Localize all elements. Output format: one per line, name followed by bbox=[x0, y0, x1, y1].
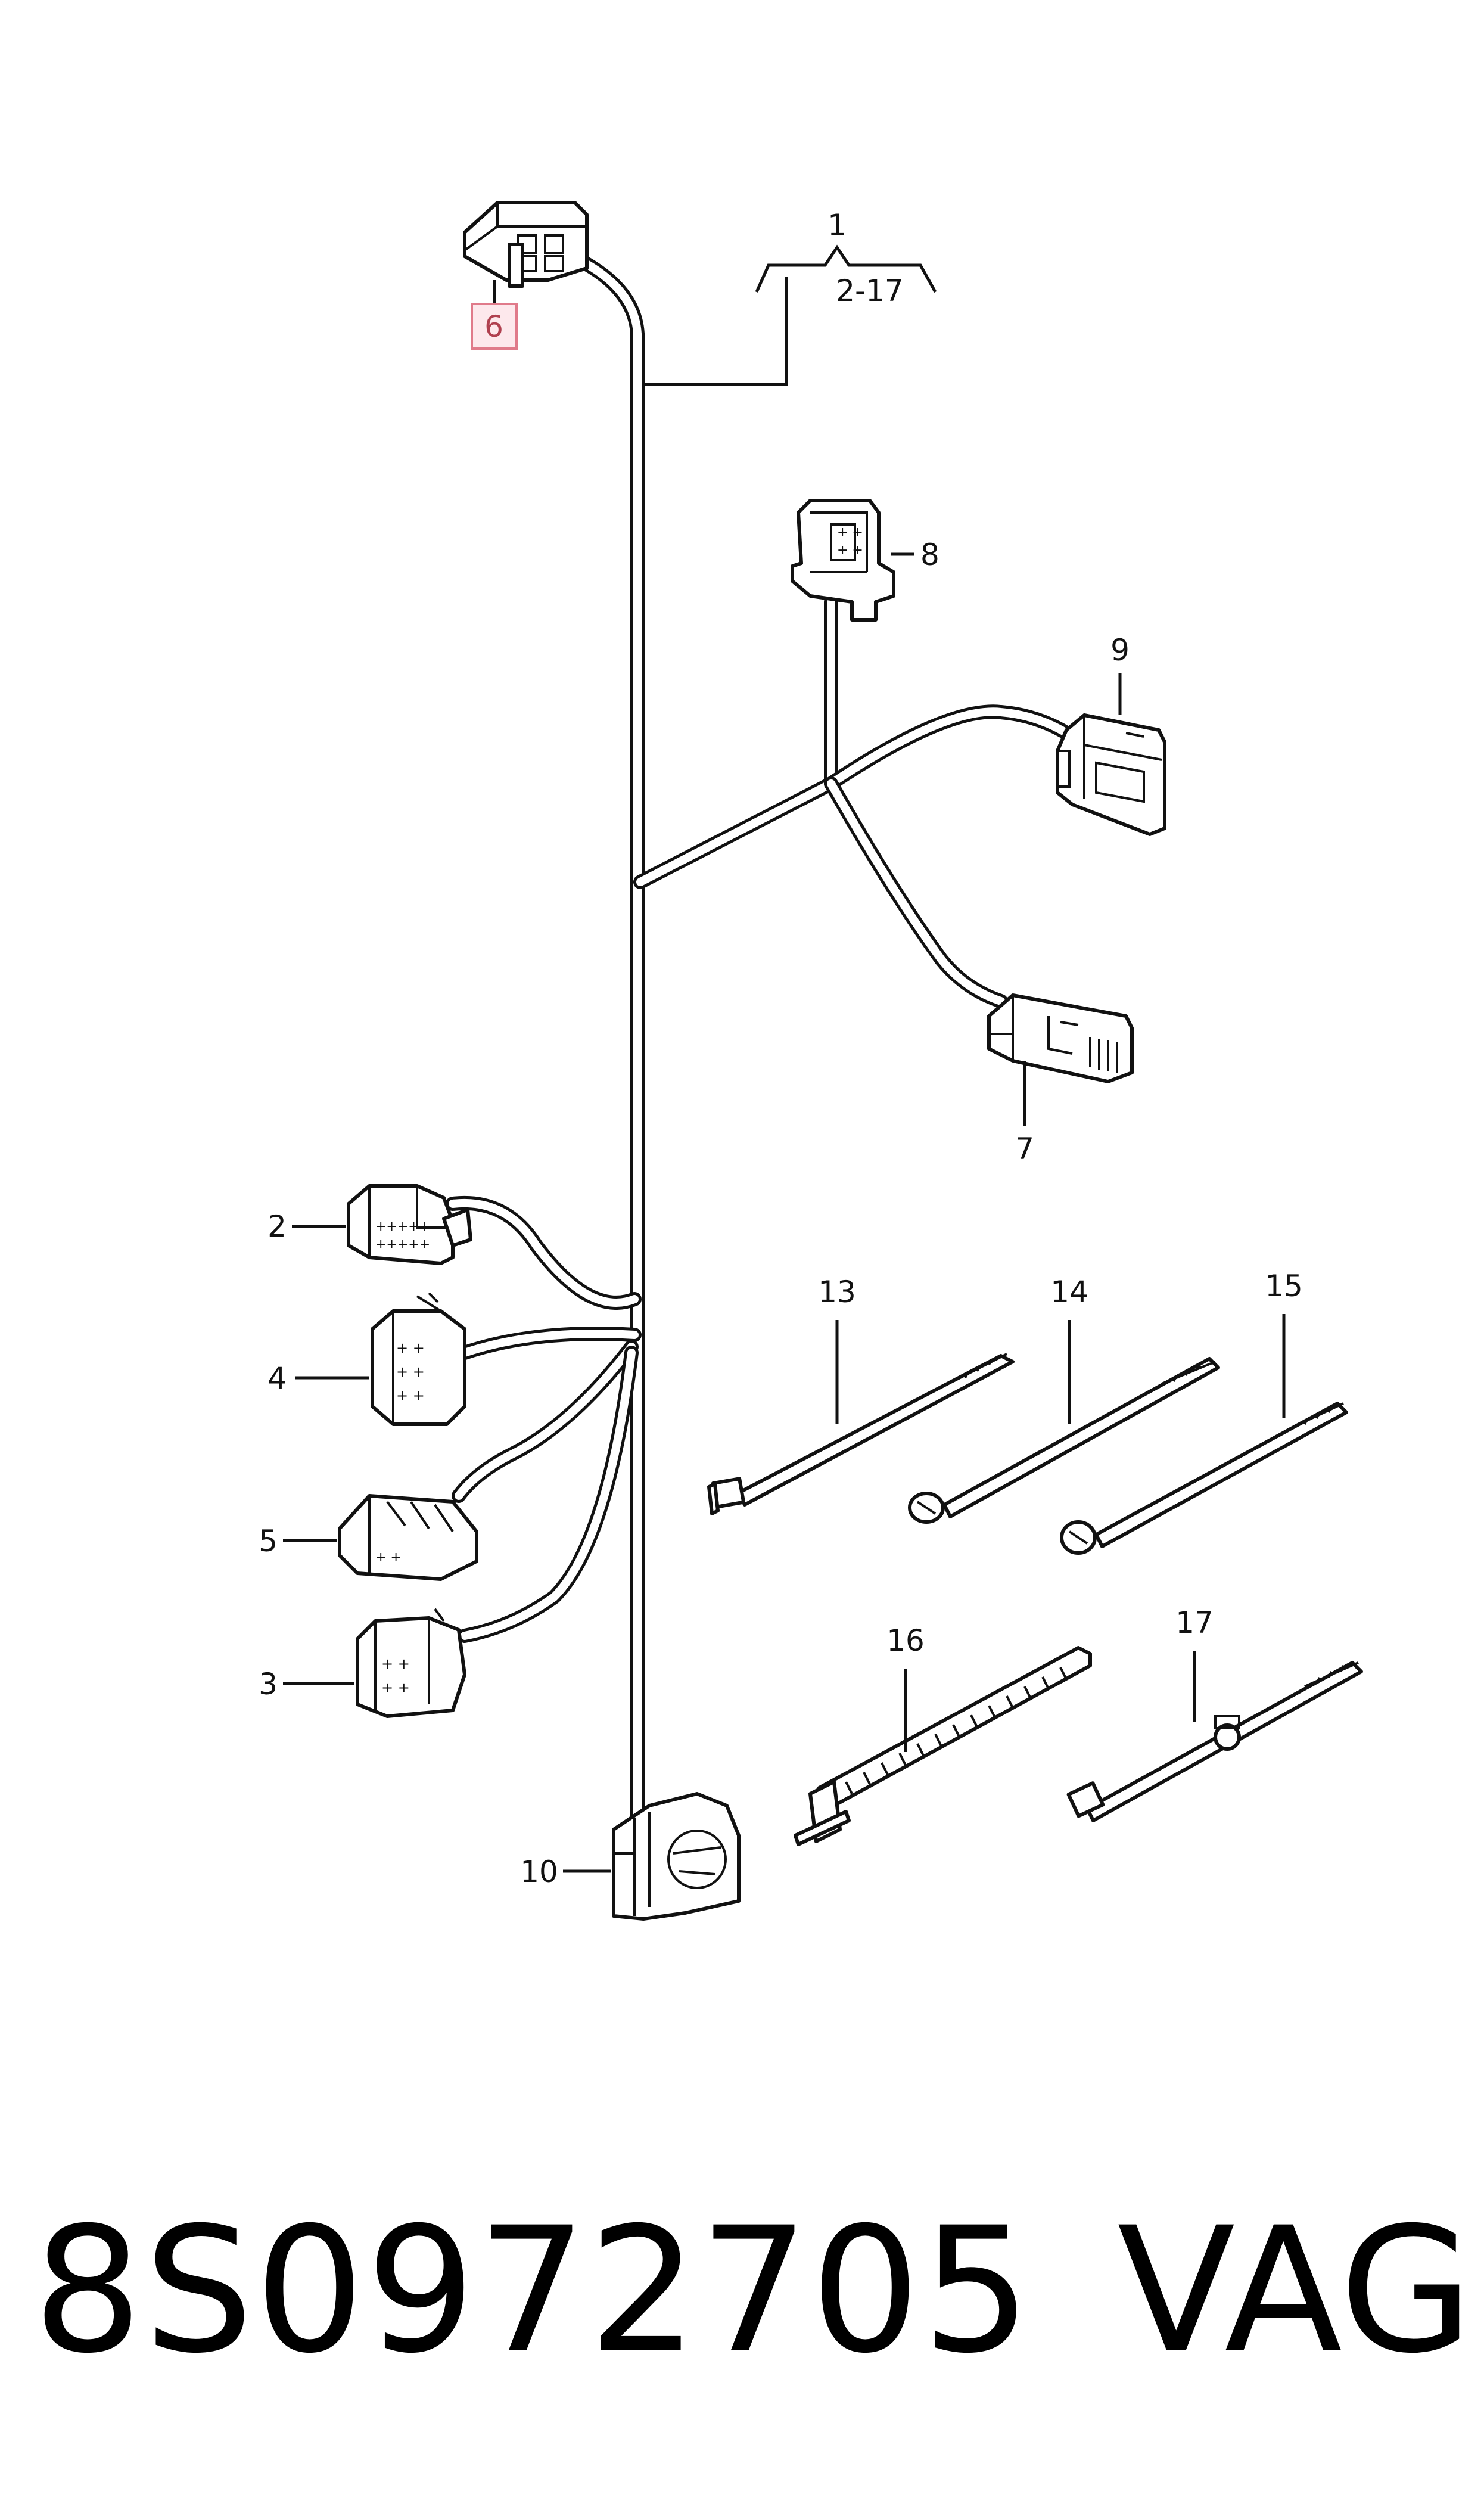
callout-13: 13 bbox=[818, 1275, 856, 1309]
svg-text:+ +: + + bbox=[375, 1550, 402, 1565]
svg-text:+ +: + + bbox=[837, 543, 863, 558]
callout-2: 2 bbox=[267, 1209, 287, 1244]
cable-tie-13[interactable] bbox=[707, 1353, 1015, 1515]
cable-tie-16[interactable] bbox=[794, 1646, 1092, 1846]
svg-text:+++++: +++++ bbox=[375, 1237, 430, 1252]
main-harness-wire bbox=[446, 249, 1074, 1825]
svg-text:+++++: +++++ bbox=[375, 1219, 430, 1234]
connector-7[interactable] bbox=[987, 993, 1134, 1083]
cable-tie-15[interactable] bbox=[1060, 1402, 1348, 1555]
connector-3[interactable]: + + + + bbox=[356, 1608, 466, 1718]
part-number: 8S0972705 bbox=[33, 2191, 1033, 2391]
callout-16: 16 bbox=[886, 1623, 925, 1658]
callout-5: 5 bbox=[259, 1524, 278, 1558]
callout-1: 1 bbox=[827, 208, 847, 243]
cable-tie-14[interactable] bbox=[908, 1357, 1220, 1524]
callout-17: 17 bbox=[1175, 1605, 1214, 1640]
callout-15: 15 bbox=[1265, 1269, 1303, 1303]
connector-6[interactable] bbox=[463, 201, 589, 288]
brand-name: VAG bbox=[1117, 2191, 1473, 2391]
connector-4[interactable]: + + + + + + bbox=[371, 1292, 466, 1426]
svg-text:+ +: + + bbox=[396, 1387, 425, 1404]
connector-5[interactable]: + + bbox=[338, 1494, 478, 1581]
callout-bracket-1: 1 2-17 bbox=[643, 208, 937, 386]
callout-8: 8 bbox=[920, 538, 939, 572]
svg-text:+ +: + + bbox=[381, 1679, 410, 1696]
connector-2[interactable]: +++++ +++++ bbox=[347, 1184, 472, 1265]
callout-7: 7 bbox=[1015, 1132, 1034, 1166]
svg-text:+ +: + + bbox=[396, 1340, 425, 1356]
callout-4: 4 bbox=[267, 1361, 287, 1396]
callout-2-17: 2-17 bbox=[836, 274, 903, 308]
callout-10: 10 bbox=[520, 1855, 558, 1889]
svg-text:+ +: + + bbox=[396, 1363, 425, 1380]
cable-tie-17[interactable] bbox=[1066, 1661, 1363, 1822]
connector-9[interactable] bbox=[1056, 713, 1166, 836]
callout-6: 6 bbox=[484, 309, 503, 344]
svg-text:+ +: + + bbox=[837, 525, 863, 540]
callout-14: 14 bbox=[1050, 1275, 1088, 1309]
callout-6-highlight[interactable]: 6 bbox=[471, 303, 518, 350]
connector-10[interactable] bbox=[612, 1792, 741, 1921]
svg-text:+ +: + + bbox=[381, 1655, 410, 1672]
connector-8[interactable]: + + + + bbox=[791, 499, 895, 622]
callout-9: 9 bbox=[1110, 633, 1130, 667]
callout-3: 3 bbox=[259, 1667, 278, 1701]
